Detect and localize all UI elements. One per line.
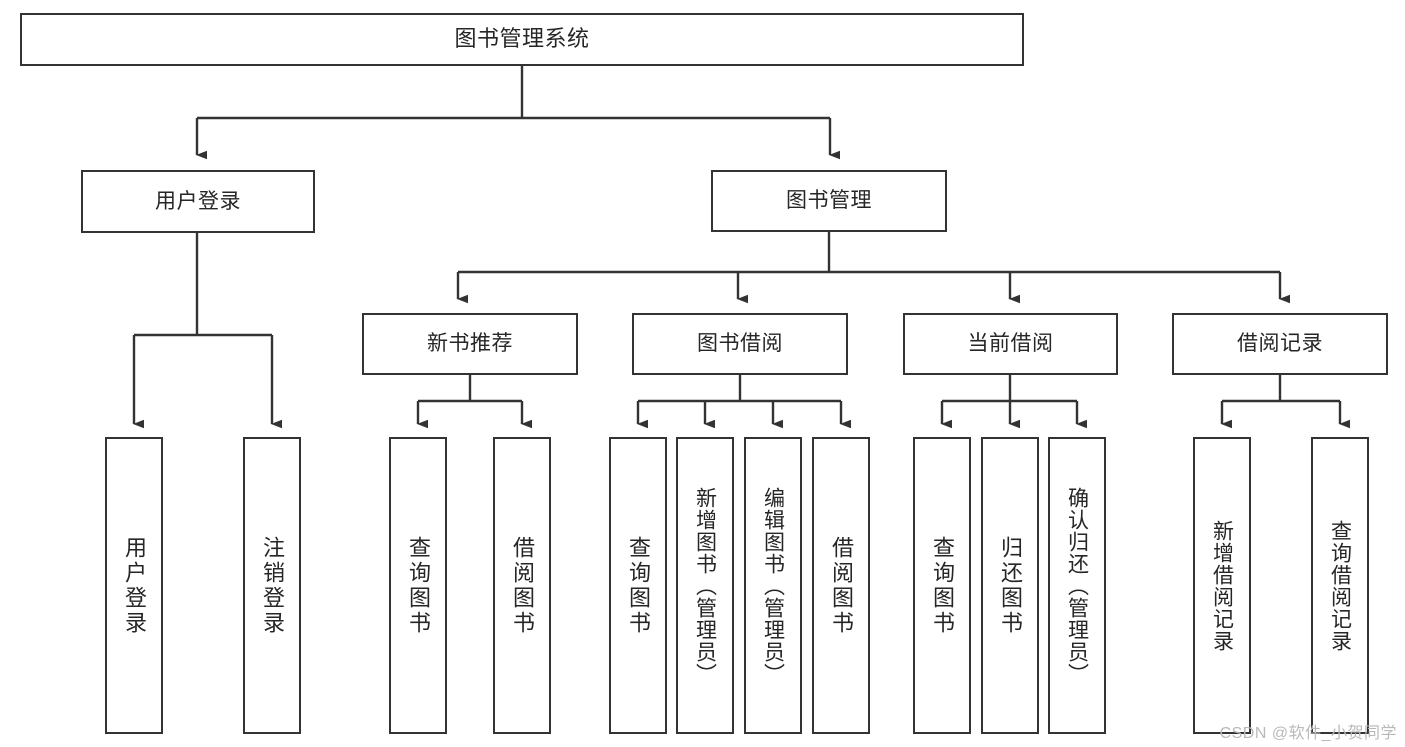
node-label: 用户登录 <box>155 189 241 213</box>
leaf-logout[interactable]: 注销登录 <box>243 437 301 734</box>
leaf-confirm-return-admin[interactable]: 确认归还（管理员） <box>1048 437 1106 734</box>
node-borrow-record[interactable]: 借阅记录 <box>1172 313 1388 375</box>
leaf-query-book-recommend[interactable]: 查询图书 <box>389 437 447 734</box>
node-label: 用户登录 <box>122 535 147 636</box>
node-label: 查询图书 <box>930 535 955 636</box>
node-current-borrow[interactable]: 当前借阅 <box>903 313 1118 375</box>
node-book-management[interactable]: 图书管理 <box>711 170 947 232</box>
leaf-borrow-book[interactable]: 借阅图书 <box>812 437 870 734</box>
node-label: 查询图书 <box>626 535 651 636</box>
node-label: 查询图书 <box>406 535 431 636</box>
node-label: 图书管理 <box>786 189 872 213</box>
node-label: 归还图书 <box>998 535 1023 636</box>
node-label: 借阅记录 <box>1237 332 1323 356</box>
node-label: 查询借阅记录 <box>1328 519 1352 652</box>
csdn-watermark: CSDN @软件_小贺同学 <box>1219 725 1397 742</box>
node-label: 借阅图书 <box>510 535 535 636</box>
node-label: 注销登录 <box>260 535 285 636</box>
node-label: 新书推荐 <box>427 332 513 356</box>
node-label: 当前借阅 <box>967 332 1054 356</box>
leaf-query-book-current[interactable]: 查询图书 <box>913 437 971 734</box>
leaf-query-borrow-record[interactable]: 查询借阅记录 <box>1311 437 1369 734</box>
leaf-user-login[interactable]: 用户登录 <box>105 437 163 734</box>
leaf-add-borrow-record[interactable]: 新增借阅记录 <box>1193 437 1251 734</box>
leaf-borrow-book-recommend[interactable]: 借阅图书 <box>493 437 551 734</box>
leaf-query-book-borrow[interactable]: 查询图书 <box>609 437 667 734</box>
node-label: 确认归还（管理员） <box>1065 486 1089 685</box>
node-label: 借阅图书 <box>829 535 854 636</box>
node-label: 图书管理系统 <box>454 26 590 52</box>
node-new-book-recommend[interactable]: 新书推荐 <box>362 313 578 375</box>
leaf-return-book[interactable]: 归还图书 <box>981 437 1039 734</box>
node-label: 图书借阅 <box>697 332 783 356</box>
node-root-system[interactable]: 图书管理系统 <box>20 13 1024 66</box>
node-label: 编辑图书（管理员） <box>761 486 785 685</box>
node-label: 新增图书（管理员） <box>693 486 717 685</box>
node-user-login[interactable]: 用户登录 <box>81 170 315 233</box>
leaf-add-book-admin[interactable]: 新增图书（管理员） <box>676 437 734 734</box>
node-book-borrow[interactable]: 图书借阅 <box>632 313 848 375</box>
node-label: 新增借阅记录 <box>1210 519 1234 652</box>
leaf-edit-book-admin[interactable]: 编辑图书（管理员） <box>744 437 802 734</box>
